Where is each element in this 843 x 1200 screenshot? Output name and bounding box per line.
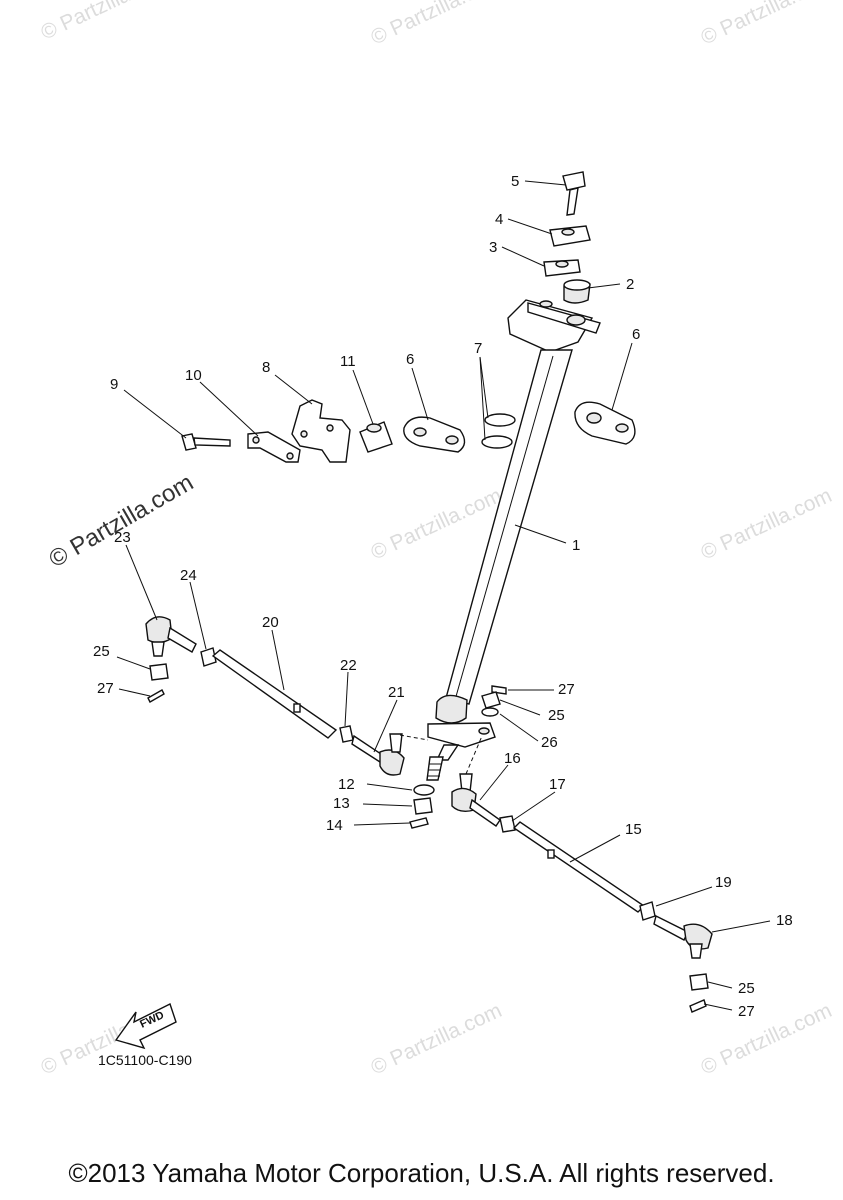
- forward-arrow-icon: FWD: [114, 1003, 177, 1050]
- callouts: 5 4 3 2 6 7 6 11 8 10 9 1 23 24 20 25 27…: [93, 173, 793, 1020]
- part-14-pin: [409, 817, 429, 829]
- part-20-tie-rod-left: [211, 649, 338, 739]
- part-27-pin-left: [147, 689, 165, 703]
- callout-25: 25: [738, 980, 755, 997]
- assembly-lines: [399, 734, 483, 775]
- callout-17: 17: [549, 776, 566, 793]
- watermark: © Partzilla.com: [697, 0, 835, 50]
- callout-8: 8: [262, 359, 270, 376]
- part-6-clamp-right: [574, 401, 636, 445]
- watermark: © Partzilla.com: [367, 484, 505, 565]
- callout-25: 25: [548, 707, 565, 724]
- leader-lines: [116, 180, 771, 1011]
- callout-12: 12: [338, 776, 355, 793]
- callout-6: 6: [632, 326, 640, 343]
- watermark: © Partzilla.com: [37, 0, 175, 45]
- part-4-clamp: [549, 225, 591, 247]
- part-5-bolt: [562, 171, 586, 216]
- callout-20: 20: [262, 614, 279, 631]
- part-18-tie-rod-end-right: [653, 914, 713, 959]
- callout-16: 16: [504, 750, 521, 767]
- callout-4: 4: [495, 211, 503, 228]
- watermarks: © Partzilla.com © Partzilla.com © Partzi…: [37, 0, 835, 1080]
- figure-code: 1C51100-C190: [98, 1052, 192, 1068]
- callout-14: 14: [326, 817, 343, 834]
- part-21-tie-rod-end: [351, 733, 405, 776]
- watermark: © Partzilla.com: [697, 999, 835, 1080]
- watermark: © Partzilla.com: [697, 484, 835, 565]
- callout-26: 26: [541, 734, 558, 751]
- part-22-nut: [339, 725, 354, 743]
- part-17-nut: [499, 815, 516, 833]
- copyright-notice: ©2013 Yamaha Motor Corporation, U.S.A. A…: [68, 1158, 775, 1188]
- watermark-dark: © Partzilla.com: [45, 469, 199, 573]
- callout-19: 19: [715, 874, 732, 891]
- callout-27: 27: [558, 681, 575, 698]
- part-6-clamp-left: [403, 416, 466, 453]
- part-19-nut: [639, 901, 656, 921]
- callout-23: 23: [114, 529, 131, 546]
- part-27-pin-right: [689, 999, 707, 1013]
- callout-18: 18: [776, 912, 793, 929]
- part-12-washer: [413, 784, 435, 796]
- part-7-bushings: [481, 413, 516, 449]
- part-8-bracket: [291, 399, 351, 463]
- part-9-bolt: [181, 433, 231, 451]
- part-25-nut-right: [689, 973, 709, 991]
- callout-1: 1: [572, 537, 580, 554]
- callout-22: 22: [340, 657, 357, 674]
- callout-13: 13: [333, 795, 350, 812]
- callout-21: 21: [388, 684, 405, 701]
- callout-10: 10: [185, 367, 202, 384]
- watermark: © Partzilla.com: [367, 0, 505, 50]
- steering-column: [426, 299, 601, 781]
- part-10-plate: [247, 431, 301, 463]
- part-16-tie-rod-end: [451, 773, 501, 827]
- part-13-nut: [413, 797, 433, 815]
- part-25-nut-center: [481, 691, 501, 709]
- callout-27: 27: [738, 1003, 755, 1020]
- callout-25: 25: [93, 643, 110, 660]
- callout-27: 27: [97, 680, 114, 697]
- part-3-clamp: [543, 259, 581, 277]
- part-2-cap: [563, 279, 591, 304]
- callout-5: 5: [511, 173, 519, 190]
- part-26-washer: [481, 707, 499, 717]
- callout-9: 9: [110, 376, 118, 393]
- watermark: © Partzilla.com: [367, 999, 505, 1080]
- callout-2: 2: [626, 276, 634, 293]
- part-25-nut-left: [149, 663, 169, 681]
- callout-11: 11: [340, 353, 356, 370]
- callout-3: 3: [489, 239, 497, 256]
- part-24-nut: [200, 647, 217, 667]
- parts-diagram: © Partzilla.com © Partzilla.com © Partzi…: [37, 0, 835, 1080]
- callout-7: 7: [474, 340, 482, 357]
- part-11-collar: [359, 421, 393, 453]
- part-23-tie-rod-end-left: [145, 616, 197, 657]
- callout-24: 24: [180, 567, 197, 584]
- callout-15: 15: [625, 821, 642, 838]
- callout-6: 6: [406, 351, 414, 368]
